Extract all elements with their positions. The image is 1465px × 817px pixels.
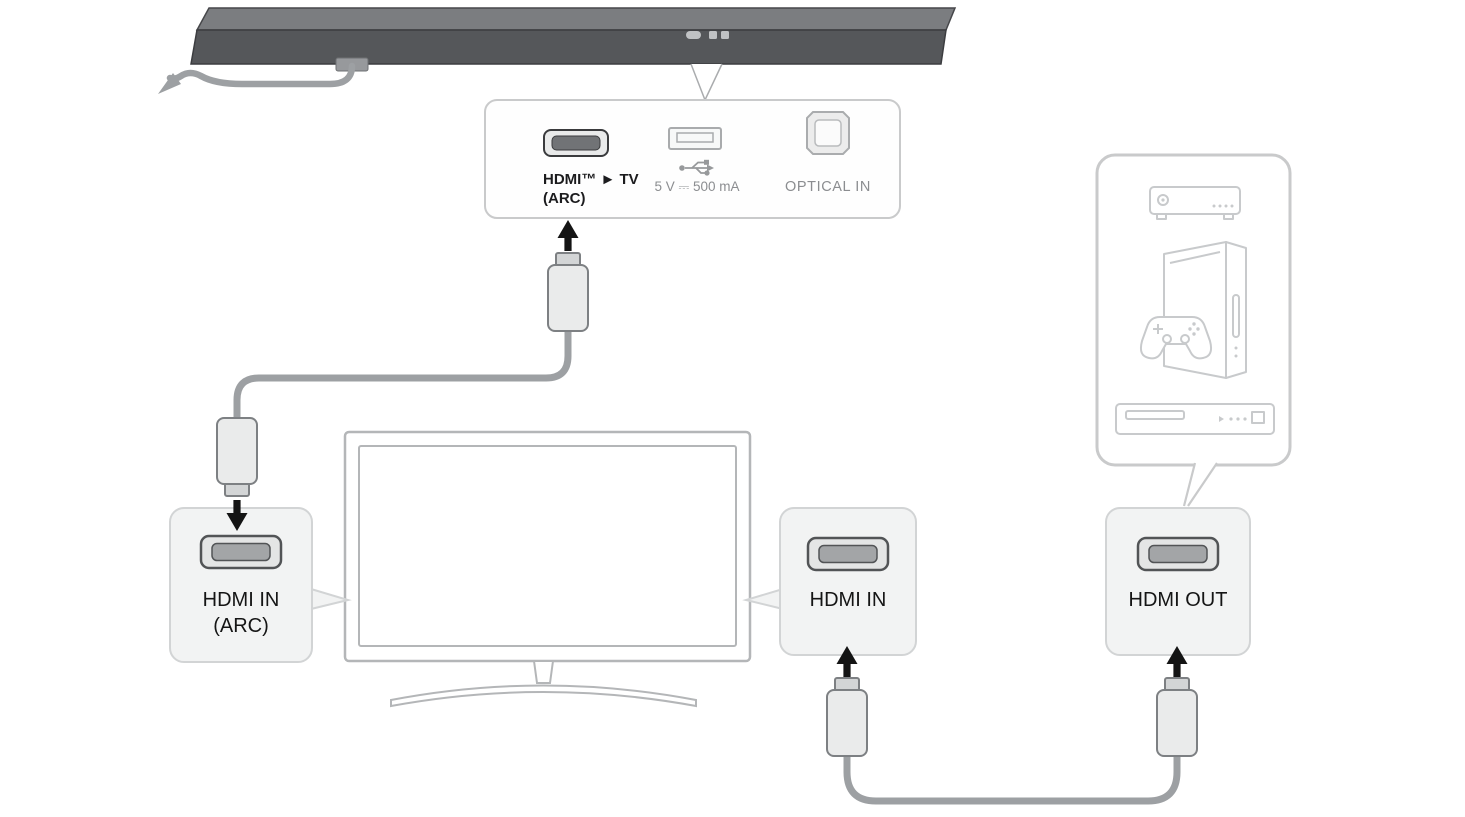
tv-arc-port-label-line1: HDMI IN bbox=[203, 589, 280, 611]
connection-arrow-up-icon bbox=[557, 220, 579, 251]
soundbar bbox=[190, 7, 957, 72]
hdmi-plug bbox=[216, 417, 258, 497]
hdmi-cable-soundbar-to-tv bbox=[233, 330, 572, 418]
source-devices-panel bbox=[1095, 153, 1292, 507]
usb-symbol-icon bbox=[679, 159, 714, 176]
soundbar-rear-ports bbox=[686, 31, 729, 39]
usb-port-label: 5 V ⎓ 500 mA bbox=[654, 179, 739, 194]
tv-hdmi-in-label: HDMI IN bbox=[810, 589, 887, 611]
tv-stand-neck bbox=[532, 660, 555, 684]
tv bbox=[343, 430, 752, 708]
set-top-box-icon bbox=[1149, 186, 1241, 220]
usb-port-icon bbox=[668, 127, 722, 150]
optical-port-label: OPTICAL IN bbox=[785, 179, 871, 195]
hdmi-port-label-line2: (ARC) bbox=[543, 190, 586, 207]
device-hdmi-out-callout: HDMI OUT bbox=[1105, 507, 1251, 656]
callout-pointer bbox=[690, 63, 723, 102]
hdmi-port-icon bbox=[1136, 536, 1220, 572]
hdmi-plug bbox=[1156, 677, 1198, 757]
hdmi-port-label-line1: HDMI™ ► TV bbox=[543, 171, 639, 188]
rear-ports-panel: HDMI™ ► TV (ARC) 5 V ⎓ 500 mA OPTICAL IN bbox=[484, 99, 901, 219]
tv-hdmi-in-callout: HDMI IN bbox=[742, 507, 917, 656]
power-cable bbox=[158, 62, 356, 94]
hdmi-plug bbox=[826, 677, 868, 757]
hdmi-port-icon bbox=[543, 129, 609, 157]
device-hdmi-out-label: HDMI OUT bbox=[1129, 589, 1228, 611]
hdmi-port-icon bbox=[806, 536, 890, 572]
hdmi-plug bbox=[547, 252, 589, 332]
optical-port-icon bbox=[806, 111, 850, 155]
tv-stand-base bbox=[390, 684, 697, 708]
dvd-player-icon bbox=[1115, 403, 1275, 435]
tv-arc-port-label-line2: (ARC) bbox=[213, 615, 269, 637]
game-controller-icon bbox=[1139, 316, 1213, 360]
hdmi-port-icon bbox=[199, 534, 283, 570]
hdmi-cable-device-to-tv bbox=[843, 754, 1181, 805]
tv-arc-port-callout: HDMI IN (ARC) bbox=[169, 507, 352, 663]
